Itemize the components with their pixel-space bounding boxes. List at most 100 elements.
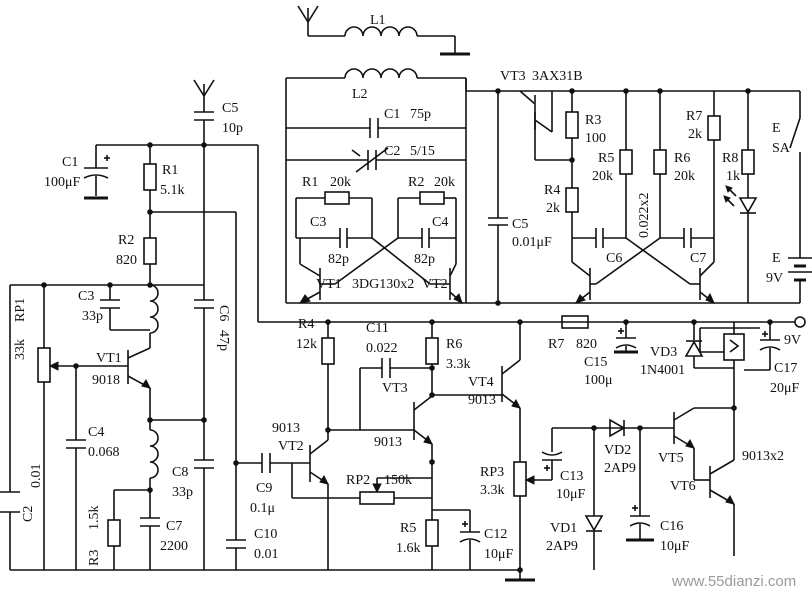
value-r7-bottom: 820 <box>576 337 597 352</box>
resistor-r5-left <box>425 519 439 570</box>
node-r4-top <box>325 319 331 325</box>
capacitor-c3-top <box>296 228 372 248</box>
resistor-r8-top <box>741 91 755 198</box>
resistor-r6-top <box>653 91 667 238</box>
label-r6-left: R6 <box>446 337 462 352</box>
battery-e <box>788 245 812 303</box>
label-e-switch: E <box>772 121 781 136</box>
flipflop-cross-wires <box>595 237 691 285</box>
transistor-vt6 <box>709 420 735 556</box>
label-l1: L1 <box>370 13 386 28</box>
diode-vd3 <box>684 322 734 369</box>
capacitor-c7-left <box>140 490 160 570</box>
value-r6-left: 3.3k <box>446 357 471 372</box>
potentiometer-rp1 <box>37 285 128 570</box>
value-r5-left: 1.6k <box>396 541 421 556</box>
label-e-battery: E <box>772 251 781 266</box>
label-c6-top: C6 <box>606 251 622 266</box>
label-r8-top: R8 <box>722 151 738 166</box>
label-c2-top: C2 <box>384 144 400 159</box>
label-vt4: VT4 <box>468 375 494 390</box>
value-c5-top: 0.01μF <box>512 235 552 250</box>
label-rp2: RP2 <box>346 473 370 488</box>
label-r5-top: R5 <box>598 151 614 166</box>
label-vt3-top: VT3 <box>500 69 526 84</box>
capacitor-c4-left <box>66 366 86 570</box>
resistor-r4-left <box>321 322 335 430</box>
node-r6-top <box>657 88 663 94</box>
label-c7-left: C7 <box>166 519 182 534</box>
label-r4-top: R4 <box>544 183 560 198</box>
value-r3-left: 1.5k <box>87 506 102 531</box>
resistor-r5-top <box>619 91 633 238</box>
capacitor-c5-left <box>194 111 214 145</box>
label-r3-top: R3 <box>585 113 601 128</box>
node-c4-top <box>73 363 79 369</box>
node-c5-bottom <box>495 300 501 306</box>
value-r4-left: 12k <box>296 337 317 352</box>
label-c9: C9 <box>256 481 272 496</box>
value-c12: 10μF <box>484 547 514 562</box>
label-9v-terminal: 9V <box>784 333 801 348</box>
value-vd2: 2AP9 <box>604 461 636 476</box>
node-c17 <box>767 319 773 325</box>
label-vd3: VD3 <box>650 345 677 360</box>
value-r4-top: 2k <box>546 201 560 216</box>
value-rp2: 150k <box>384 473 412 488</box>
capacitor-c1-left <box>83 145 110 200</box>
value-c3-top: 82p <box>328 252 349 267</box>
capacitor-c5-top <box>488 91 508 303</box>
node-vd3-top <box>691 319 697 325</box>
node-vt4-top <box>517 319 523 325</box>
resistor-r2-top <box>398 191 457 238</box>
value-r8-top: 1k <box>726 169 740 184</box>
value-r7-top: 2k <box>688 127 702 142</box>
resistor-r7-bottom <box>561 315 589 329</box>
label-rp1: RP1 <box>13 298 28 322</box>
value-c4-top: 82p <box>414 252 435 267</box>
value-vd3: 1N4001 <box>640 363 685 378</box>
label-r5-left: R5 <box>400 521 416 536</box>
capacitor-c7-top <box>660 228 714 248</box>
potentiometer-rp2 <box>291 463 432 505</box>
value-c13: 10μF <box>556 487 586 502</box>
value-c1-top: 75p <box>410 107 431 122</box>
osc-frame-wires <box>285 78 800 304</box>
value-c2-top: 5/15 <box>410 144 435 159</box>
resistor-r7-top <box>707 91 721 238</box>
value-rp3: 3.3k <box>480 483 505 498</box>
value-c15: 100μ <box>584 373 613 388</box>
label-c6-left: C6 <box>216 305 231 321</box>
label-vt2-osc: VT2 <box>422 277 448 292</box>
label-c8: C8 <box>172 465 188 480</box>
node-r2-top <box>147 209 153 215</box>
capacitor-c3-left <box>100 285 150 331</box>
label-c4-top: C4 <box>432 215 448 230</box>
transistor-vt5 <box>640 407 734 481</box>
transistor-ff-left <box>571 238 596 304</box>
label-c2-left: C2 <box>21 506 36 522</box>
switch-sa <box>789 91 801 245</box>
potentiometer-rp3 <box>505 461 552 582</box>
label-r1-left: R1 <box>162 163 178 178</box>
value-c9: 0.1μ <box>250 501 275 516</box>
value-vt4: 9013 <box>468 393 496 408</box>
label-r2-left: R2 <box>118 233 134 248</box>
label-vt2: VT2 <box>278 439 304 454</box>
capacitor-c6-top <box>572 228 626 248</box>
value-vt2: 9013 <box>272 421 300 436</box>
value-r3-top: 100 <box>585 131 606 146</box>
capacitor-c10 <box>226 539 246 570</box>
label-r7-bottom: R7 <box>548 337 564 352</box>
capacitor-c2-left <box>0 491 20 513</box>
capacitor-c12 <box>432 509 481 570</box>
transistor-vt2 <box>309 430 329 570</box>
value-e-battery: 9V <box>766 271 783 286</box>
label-c17: C17 <box>774 361 797 376</box>
diode-vd2 <box>609 418 626 438</box>
led-indicator <box>723 185 758 303</box>
inductor-left-upper <box>149 284 159 348</box>
capacitor-c4-top <box>398 228 456 248</box>
value-rp1: 33k <box>13 339 28 360</box>
value-c6-left: 47p <box>216 330 231 351</box>
